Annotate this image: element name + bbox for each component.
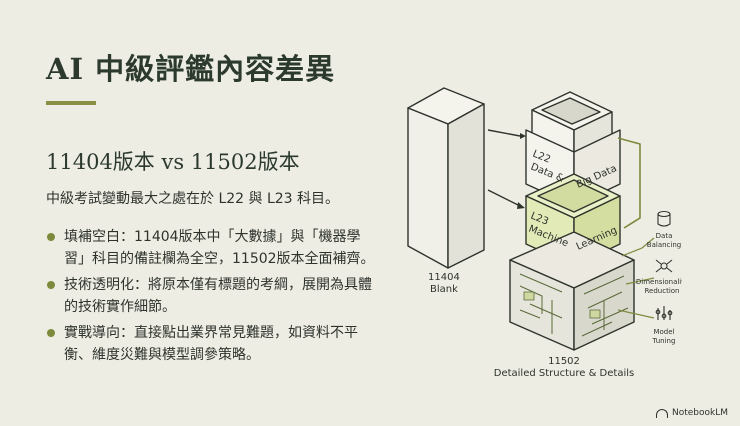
bullet-dot-icon [47, 329, 55, 337]
title-underline [46, 101, 96, 105]
slide-subtitle: 11404版本 vs 11502版本 [46, 150, 300, 174]
callout-line [621, 237, 655, 257]
blank-box-11404 [407, 87, 485, 269]
connector-arrow [487, 129, 521, 137]
bullet-text: 填補空白：11404版本中「大數據」與「機器學習」科目的備註欄為全空，11502… [64, 229, 375, 267]
model-tuning-icon [655, 306, 673, 320]
blank-label-text: Blank [430, 284, 458, 295]
version-comparison-diagram: 11404 Blank L22 Data & Big Data L23 Mach… [407, 87, 682, 379]
bullet-dot-icon [47, 233, 55, 241]
bullet-text: 技術透明化：將原本僅有標題的考綱，展開為具體的技術實作細節。 [64, 277, 372, 315]
flow-line [617, 137, 641, 229]
data-balancing-icon [657, 210, 671, 227]
callout-data-label: Data [656, 232, 673, 240]
bullet-item: 實戰導向：直接點出業界常見難題，如資料不平衡、維度災難與模型調參策略。 [46, 322, 376, 366]
slide-title: AI 中級評鑑內容差異 [46, 52, 336, 86]
dimensionality-reduction-icon [655, 259, 673, 273]
notebooklm-logo-text: NotebookLM [671, 408, 728, 418]
notebooklm-mark-icon [655, 408, 668, 418]
callout-line [617, 309, 655, 319]
callout-tuning-label: Tuning [652, 337, 676, 345]
bullet-text: 實戰導向：直接點出業界常見難題，如資料不平衡、維度災難與模型調參策略。 [64, 325, 358, 363]
detailed-label-version: 11502 [548, 356, 580, 367]
callout-dimensionality-label: Dimensionality [636, 278, 682, 286]
blank-label-version: 11404 [428, 272, 460, 283]
callout-model-label: Model [653, 328, 674, 336]
bullet-item: 填補空白：11404版本中「大數據」與「機器學習」科目的備註欄為全空，11502… [46, 226, 376, 270]
detailed-block-11502 [509, 231, 635, 351]
detailed-label-text: Detailed Structure & Details [494, 368, 634, 379]
callout-line [625, 277, 655, 285]
connector-arrow [487, 189, 521, 207]
intro-text: 中級考試變動最大之處在於 L22 與 L23 科目。 [46, 191, 340, 207]
bullet-list: 填補空白：11404版本中「大數據」與「機器學習」科目的備註欄為全空，11502… [46, 226, 376, 370]
bullet-dot-icon [47, 281, 55, 289]
callout-balancing-label: Balancing [647, 241, 681, 249]
bullet-item: 技術透明化：將原本僅有標題的考綱，展開為具體的技術實作細節。 [46, 274, 376, 318]
notebooklm-logo: NotebookLM [655, 408, 728, 418]
callout-reduction-label: Reduction [645, 287, 680, 295]
